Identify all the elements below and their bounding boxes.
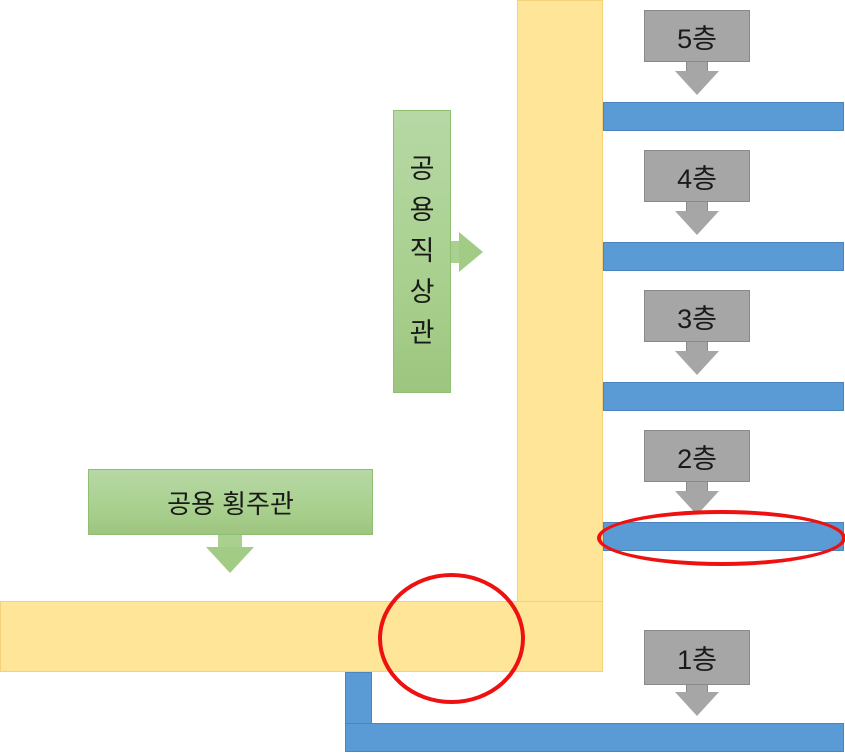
horizontal-main-callout: 공용 횡주관: [88, 469, 373, 573]
floor-1-label: 1층: [644, 630, 750, 685]
down-arrow-icon: [686, 202, 708, 211]
vertical-riser-label: 공 용 직 상 관: [393, 110, 451, 393]
vertical-stack-pipe: [517, 0, 603, 672]
floor-5-callout: 5층: [644, 10, 750, 95]
vertical-riser-char: 공: [409, 154, 435, 184]
horizontal-main-label: 공용 횡주관: [88, 469, 373, 535]
down-arrow-icon: [675, 692, 719, 716]
floor-4-callout: 4층: [644, 150, 750, 235]
vertical-riser-callout: 공 용 직 상 관: [393, 110, 483, 393]
right-arrow-icon: [451, 241, 459, 263]
vertical-riser-char: 상: [409, 277, 435, 307]
down-arrow-icon: [686, 62, 708, 71]
down-arrow-icon: [686, 342, 708, 351]
floor-3-label: 3층: [644, 290, 750, 342]
floor-4-label: 4층: [644, 150, 750, 202]
vertical-riser-char: 관: [409, 318, 435, 348]
floor-2-callout: 2층: [644, 430, 750, 515]
floor-1-branch-pipe: [345, 723, 844, 752]
down-arrow-icon: [218, 535, 242, 547]
right-arrow-icon: [459, 232, 483, 272]
vertical-riser-char: 직: [409, 236, 435, 266]
floor-1-callout: 1층: [644, 630, 750, 716]
floor-2-label: 2층: [644, 430, 750, 482]
floor-4-branch-pipe: [603, 242, 844, 271]
down-arrow-icon: [675, 211, 719, 235]
floor-5-branch-pipe: [603, 102, 844, 131]
down-arrow-icon: [686, 685, 708, 692]
highlight-ring-floor-2: [597, 510, 845, 566]
floor-5-label: 5층: [644, 10, 750, 62]
down-arrow-icon: [686, 482, 708, 491]
down-arrow-icon: [206, 547, 254, 573]
down-arrow-icon: [675, 351, 719, 375]
floor-3-callout: 3층: [644, 290, 750, 375]
vertical-riser-char: 용: [409, 195, 435, 225]
down-arrow-icon: [675, 71, 719, 95]
floor-3-branch-pipe: [603, 382, 844, 411]
highlight-ring-junction: [378, 573, 525, 704]
